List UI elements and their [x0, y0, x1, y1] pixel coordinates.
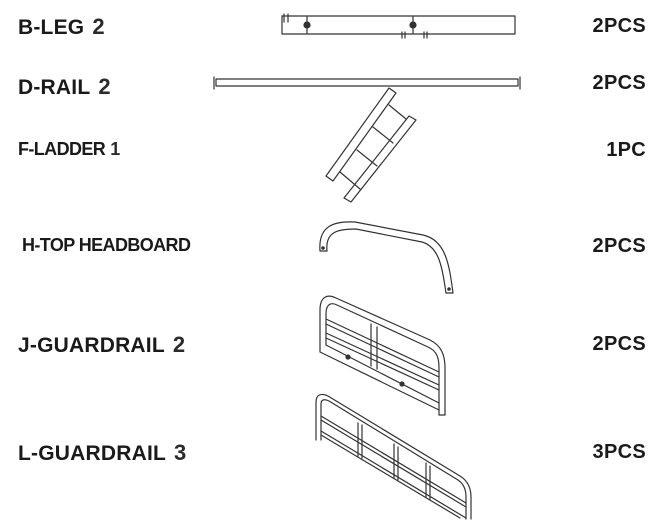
part-label: B-LEG 2 [18, 14, 105, 40]
part-quantity: 2PCS [592, 72, 646, 94]
part-name: D-RAIL [18, 76, 91, 99]
part-name: L-GUARDRAIL [18, 442, 167, 465]
part-number: 2 [92, 14, 105, 39]
part-name: H-TOP HEADBOARD [22, 235, 191, 255]
b-leg-drawing [282, 14, 515, 38]
l-guardrail-drawing [316, 394, 471, 519]
part-quantity: 2PCS [592, 235, 646, 257]
part-label: J-GUARDRAIL 2 [18, 332, 185, 358]
part-label: H-TOP HEADBOARD [22, 235, 191, 256]
part-label: D-RAIL 2 [18, 74, 111, 100]
part-number: 2 [98, 74, 111, 99]
part-label: L-GUARDRAIL 3 [18, 440, 186, 466]
part-name: F-LADDER [18, 139, 106, 159]
part-name: B-LEG [18, 16, 85, 39]
j-guardrail-drawing [320, 296, 445, 415]
part-number: 1 [110, 139, 121, 159]
d-rail-drawing [214, 77, 520, 89]
part-name: J-GUARDRAIL [18, 334, 165, 357]
part-quantity: 2PCS [592, 15, 646, 37]
part-quantity: 3PCS [592, 441, 646, 463]
f-ladder-drawing [326, 88, 416, 202]
h-top-headboard-drawing [320, 222, 453, 293]
part-quantity: 1PC [606, 139, 646, 161]
part-number: 2 [172, 332, 186, 357]
part-number: 3 [174, 440, 187, 465]
part-quantity: 2PCS [592, 333, 646, 355]
